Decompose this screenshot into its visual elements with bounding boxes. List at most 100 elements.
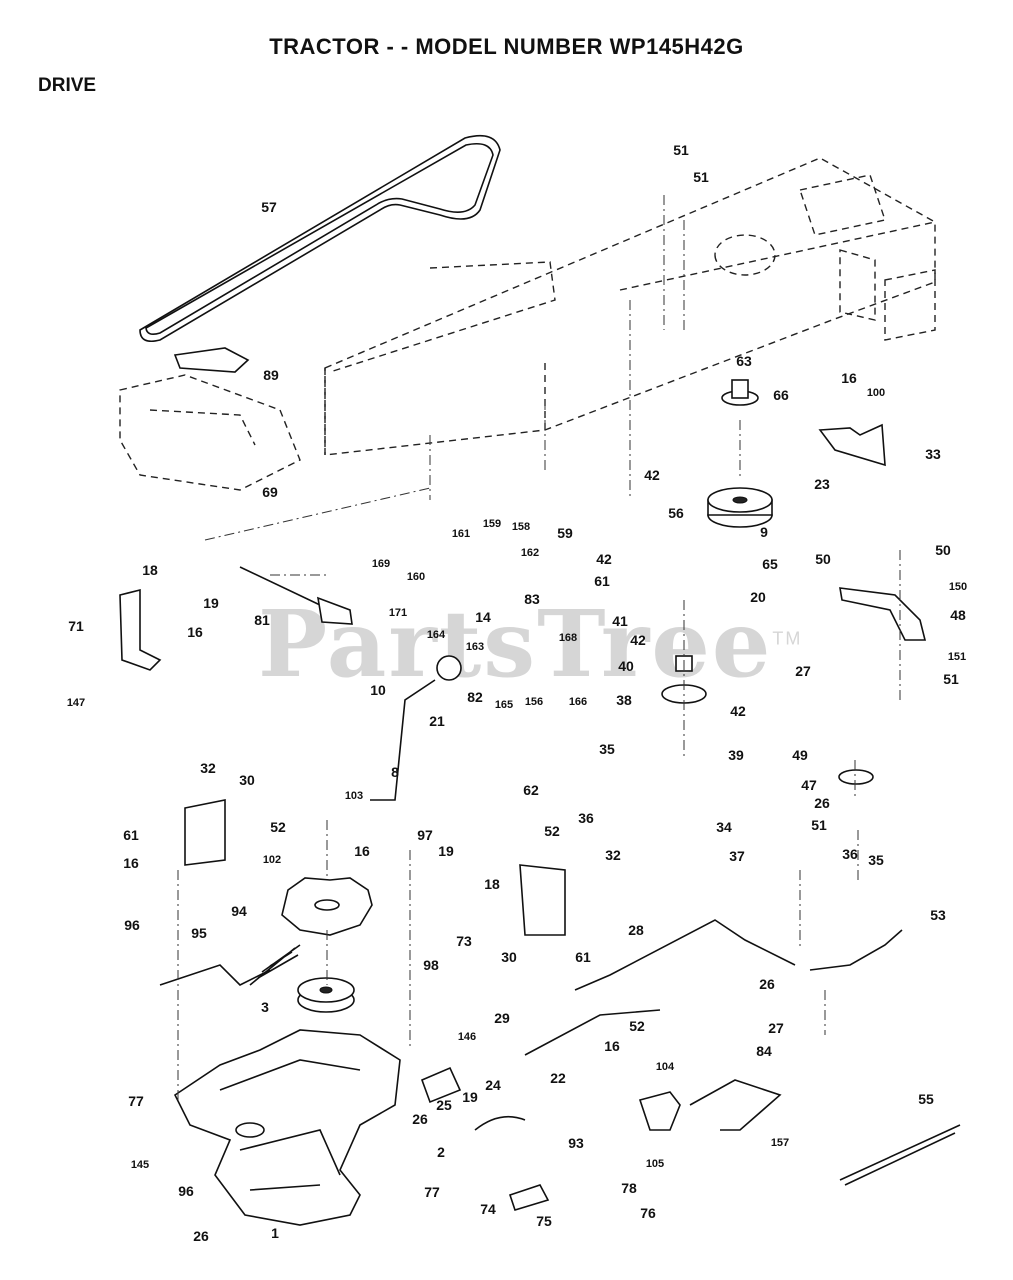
callout-52: 52 (270, 819, 286, 835)
callout-93: 93 (568, 1135, 584, 1151)
callout-26: 26 (814, 795, 830, 811)
callout-19: 19 (462, 1089, 478, 1105)
callout-19: 19 (438, 843, 454, 859)
callout-26: 26 (412, 1111, 428, 1127)
callout-22: 22 (550, 1070, 566, 1086)
spring-rod (159, 964, 271, 986)
compression-spring (420, 1066, 462, 1104)
callout-52: 52 (629, 1018, 645, 1034)
drive-rod (574, 919, 796, 991)
callout-100: 100 (867, 387, 885, 399)
callout-146: 146 (458, 1031, 476, 1043)
callout-97: 97 (417, 827, 433, 843)
callout-51: 51 (673, 142, 689, 158)
callout-98: 98 (423, 957, 439, 973)
callout-56: 56 (668, 505, 684, 521)
callout-36: 36 (842, 846, 858, 862)
callout-147: 147 (67, 697, 85, 709)
callout-102: 102 (263, 854, 281, 866)
callout-20: 20 (750, 589, 766, 605)
callout-32: 32 (200, 760, 216, 776)
callout-30: 30 (239, 772, 255, 788)
callout-51: 51 (693, 169, 709, 185)
callout-77: 77 (128, 1093, 144, 1109)
bracket-100 (818, 423, 886, 467)
callout-2: 2 (437, 1144, 445, 1160)
bracket-104 (638, 1091, 681, 1131)
callout-10: 10 (370, 682, 386, 698)
callout-35: 35 (599, 741, 615, 757)
mounting-plate-right (519, 864, 566, 936)
callout-77: 77 (424, 1184, 440, 1200)
callout-61: 61 (123, 827, 139, 843)
callout-26: 26 (193, 1228, 209, 1244)
parking-rod (689, 1079, 782, 1131)
callout-83: 83 (524, 591, 540, 607)
callout-16: 16 (354, 843, 370, 859)
callout-82: 82 (467, 689, 483, 705)
callout-166: 166 (569, 696, 587, 708)
electric-clutch (707, 487, 773, 528)
callout-39: 39 (728, 747, 744, 763)
section-title: DRIVE (38, 75, 97, 96)
idler-pulley-47 (838, 769, 874, 785)
callout-48: 48 (950, 607, 966, 623)
callout-26: 26 (759, 976, 775, 992)
drive-belt (139, 134, 501, 343)
callout-71: 71 (68, 618, 84, 634)
callout-65: 65 (762, 556, 778, 572)
callout-75: 75 (536, 1213, 552, 1229)
callout-21: 21 (429, 713, 445, 729)
callout-163: 163 (466, 641, 484, 653)
callout-103: 103 (345, 790, 363, 802)
callout-169: 169 (372, 558, 390, 570)
callout-27: 27 (795, 663, 811, 679)
callout-164: 164 (427, 629, 446, 641)
transaxle-pulley (297, 977, 355, 1013)
callout-53: 53 (930, 907, 946, 923)
callout-145: 145 (131, 1159, 149, 1171)
callout-14: 14 (475, 609, 491, 625)
callout-16: 16 (841, 370, 857, 386)
callout-19: 19 (203, 595, 219, 611)
callout-158: 158 (512, 521, 530, 533)
callout-165: 165 (495, 699, 513, 711)
callout-159: 159 (483, 518, 501, 530)
center-lines (177, 195, 901, 1100)
callout-168: 168 (559, 632, 577, 644)
callout-16: 16 (123, 855, 139, 871)
callout-50: 50 (815, 551, 831, 567)
page-title: TRACTOR - - MODEL NUMBER WP145H42G (269, 34, 744, 59)
belt-guide (173, 347, 250, 373)
callout-171: 171 (389, 607, 407, 619)
callout-150: 150 (949, 581, 967, 593)
callout-95: 95 (191, 925, 207, 941)
callout-50: 50 (935, 542, 951, 558)
callout-8: 8 (391, 764, 399, 780)
callout-18: 18 (142, 562, 158, 578)
callout-51: 51 (811, 817, 827, 833)
callout-61: 61 (575, 949, 591, 965)
callout-25: 25 (436, 1097, 452, 1113)
callout-151: 151 (948, 651, 966, 663)
axle-shaft (508, 1184, 550, 1211)
callout-73: 73 (456, 933, 472, 949)
callout-41: 41 (612, 613, 628, 629)
brake-rod (809, 929, 903, 971)
callout-96: 96 (124, 917, 140, 933)
brake-spring (839, 1124, 961, 1186)
callout-16: 16 (604, 1038, 620, 1054)
callout-157: 157 (771, 1137, 789, 1149)
callout-9: 9 (760, 524, 768, 540)
callout-84: 84 (756, 1043, 772, 1059)
callout-34: 34 (716, 819, 732, 835)
callout-59: 59 (557, 525, 573, 541)
callout-78: 78 (621, 1180, 637, 1196)
callout-35: 35 (868, 852, 884, 868)
callout-104: 104 (656, 1061, 675, 1073)
callout-23: 23 (814, 476, 830, 492)
transaxle-boss (235, 1122, 265, 1138)
